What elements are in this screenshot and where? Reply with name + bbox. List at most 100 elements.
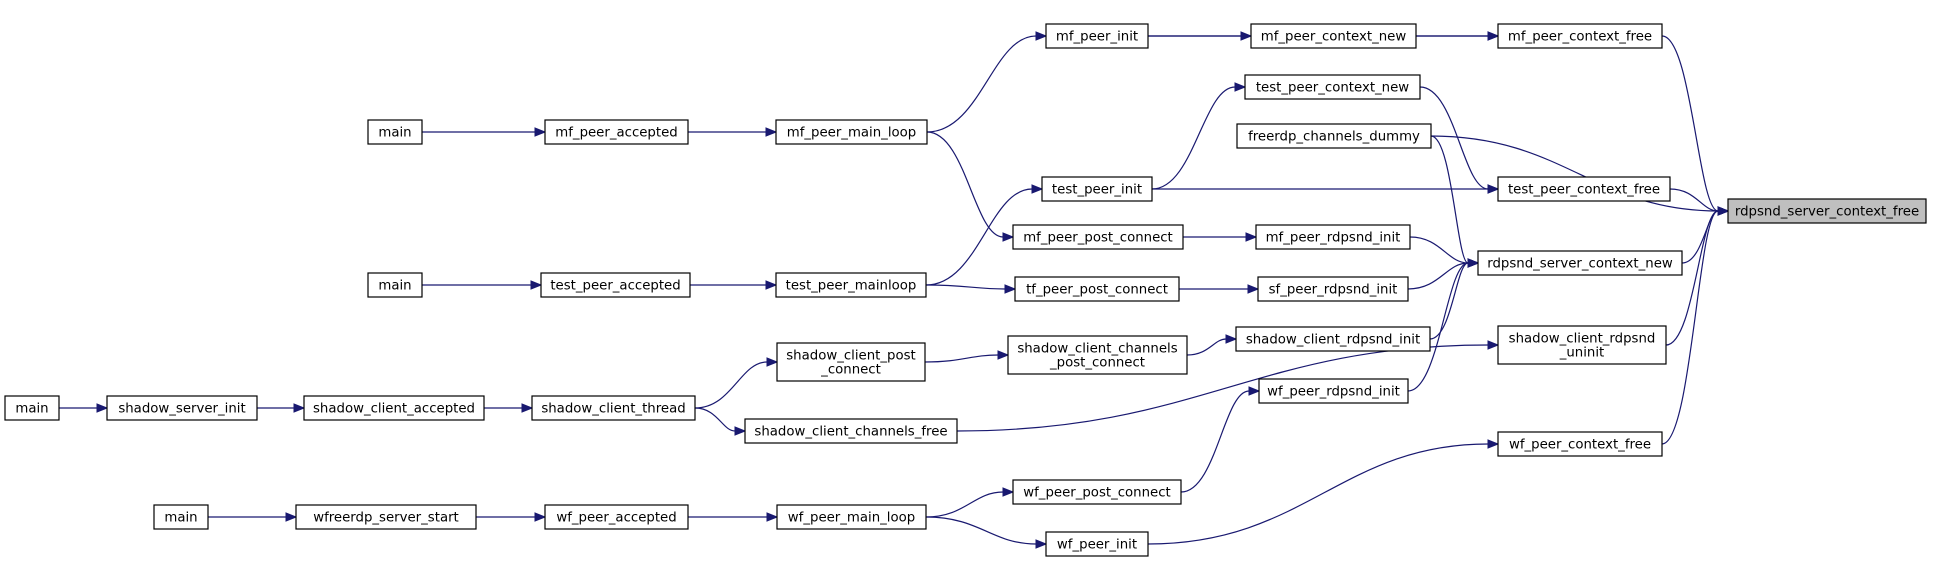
- node-label: mf_peer_context_new: [1261, 30, 1407, 45]
- edge-line: [1430, 135, 1719, 212]
- edge-wf_peer_main_loop-to-wf_peer_post_connect: [925, 487, 1015, 518]
- node-main_3[interactable]: main: [4, 395, 60, 421]
- node-tf_peer_post_connect[interactable]: tf_peer_post_connect: [1014, 276, 1180, 302]
- node-test_peer_accepted[interactable]: test_peer_accepted: [540, 272, 691, 298]
- node-wf_peer_main_loop[interactable]: wf_peer_main_loop: [776, 504, 927, 530]
- edge-arrowhead: [293, 403, 306, 413]
- edge-arrowhead: [1467, 258, 1480, 268]
- node-label: rdpsnd_server_context_new: [1487, 257, 1673, 272]
- node-shadow_server_init[interactable]: shadow_server_init: [106, 395, 258, 421]
- node-mf_peer_context_new[interactable]: mf_peer_context_new: [1250, 23, 1417, 49]
- node-label: main: [378, 279, 411, 294]
- edge-test_peer_accepted-to-test_peer_mainloop: [690, 280, 778, 290]
- edge-shadow_client_rdpsnd_init-to-rdpsnd_server_context_new: [1429, 258, 1480, 340]
- node-wf_peer_accepted[interactable]: wf_peer_accepted: [544, 504, 689, 530]
- edge-arrowhead: [734, 426, 747, 436]
- node-test_peer_mainloop[interactable]: test_peer_mainloop: [775, 272, 927, 298]
- edge-arrowhead: [766, 512, 779, 522]
- edge-line: [1180, 390, 1250, 493]
- edge-arrowhead: [1035, 31, 1048, 41]
- node-test_peer_context_free[interactable]: test_peer_context_free: [1497, 176, 1671, 202]
- node-mf_peer_post_connect[interactable]: mf_peer_post_connect: [1012, 224, 1184, 250]
- edge-test_peer_init-to-test_peer_context_new: [1151, 82, 1247, 190]
- node-label: mf_peer_post_connect: [1023, 231, 1173, 246]
- edge-arrowhead: [997, 350, 1010, 360]
- node-box: [776, 504, 927, 530]
- node-shadow_client_rdpsnd_init[interactable]: shadow_client_rdpsnd_init: [1235, 326, 1431, 352]
- edge-arrowhead: [530, 280, 543, 290]
- node-shadow_client_thread[interactable]: shadow_client_thread: [531, 395, 696, 421]
- node-label: wf_peer_post_connect: [1023, 486, 1171, 501]
- edge-main_1-to-mf_peer_accepted: [422, 127, 547, 137]
- edge-test_peer_mainloop-to-tf_peer_post_connect: [925, 284, 1017, 294]
- edge-main_4-to-wfreerdp_server_start: [208, 512, 298, 522]
- edge-wf_peer_accepted-to-wf_peer_main_loop: [688, 512, 779, 522]
- edge-shadow_client_channels_post_connect-to-shadow_client_rdpsnd_init: [1186, 334, 1238, 356]
- edge-line: [925, 516, 1037, 545]
- edge-mf_peer_main_loop-to-mf_peer_init: [926, 31, 1048, 133]
- node-wf_peer_rdpsnd_init[interactable]: wf_peer_rdpsnd_init: [1258, 378, 1409, 404]
- node-test_peer_context_new[interactable]: test_peer_context_new: [1244, 74, 1421, 100]
- node-label: wf_peer_accepted: [556, 511, 676, 526]
- node-main_2[interactable]: main: [367, 272, 423, 298]
- node-label: rdpsnd_server_context_free: [1735, 205, 1919, 220]
- node-shadow_client_post_connect[interactable]: shadow_client_post_connect: [776, 342, 926, 382]
- edge-arrowhead: [96, 403, 109, 413]
- node-label: sf_peer_rdpsnd_init: [1269, 283, 1398, 298]
- node-wf_peer_init[interactable]: wf_peer_init: [1045, 531, 1149, 557]
- node-mf_peer_context_free[interactable]: mf_peer_context_free: [1497, 23, 1663, 49]
- edge-wf_peer_main_loop-to-wf_peer_init: [925, 516, 1048, 549]
- node-mf_peer_rdpsnd_init[interactable]: mf_peer_rdpsnd_init: [1255, 224, 1411, 250]
- node-box: [1007, 335, 1188, 375]
- edge-arrowhead: [1245, 232, 1258, 242]
- edge-arrowhead: [1035, 539, 1048, 549]
- node-main_1[interactable]: main: [367, 119, 423, 145]
- node-freerdp_channels_dummy[interactable]: freerdp_channels_dummy: [1236, 123, 1432, 149]
- node-rdpsnd_server_context_free[interactable]: rdpsnd_server_context_free: [1727, 198, 1927, 224]
- edge-shadow_client_rdpsnd_uninit-to-rdpsnd_server_context_free: [1665, 206, 1730, 346]
- edge-arrowhead: [1487, 439, 1500, 449]
- node-label: wfreerdp_server_start: [313, 511, 459, 526]
- node-box: [1497, 23, 1663, 49]
- node-test_peer_init[interactable]: test_peer_init: [1041, 176, 1153, 202]
- edge-mf_peer_accepted-to-mf_peer_main_loop: [688, 127, 778, 137]
- edge-line: [1147, 443, 1489, 545]
- node-label: shadow_client_channels: [1017, 342, 1177, 357]
- node-box: [1250, 23, 1417, 49]
- node-label: wf_peer_main_loop: [788, 511, 915, 526]
- edge-line: [1186, 338, 1227, 356]
- node-main_4[interactable]: main: [153, 504, 209, 530]
- node-box: [1477, 250, 1683, 276]
- edge-arrowhead: [1717, 206, 1730, 216]
- node-wf_peer_context_free[interactable]: wf_peer_context_free: [1497, 431, 1663, 457]
- edge-line: [694, 361, 768, 409]
- node-shadow_client_accepted[interactable]: shadow_client_accepted: [303, 395, 485, 421]
- node-box: [153, 504, 209, 530]
- edge-line: [926, 131, 1004, 238]
- edge-arrowhead: [534, 512, 547, 522]
- edge-arrowhead: [1240, 31, 1253, 41]
- edge-arrowhead: [765, 280, 778, 290]
- node-shadow_client_rdpsnd_uninit[interactable]: shadow_client_rdpsnd_uninit: [1497, 325, 1667, 365]
- node-label: freerdp_channels_dummy: [1248, 130, 1420, 145]
- edge-wf_peer_context_free-to-rdpsnd_server_context_free: [1661, 206, 1730, 445]
- node-label: test_peer_mainloop: [786, 279, 917, 294]
- node-label: shadow_client_accepted: [313, 402, 475, 417]
- node-box: [1244, 74, 1421, 100]
- node-wf_peer_post_connect[interactable]: wf_peer_post_connect: [1012, 479, 1182, 505]
- node-mf_peer_main_loop[interactable]: mf_peer_main_loop: [775, 119, 928, 145]
- node-label: main: [15, 402, 48, 417]
- node-box: [4, 395, 60, 421]
- node-box: [775, 119, 928, 145]
- node-wfreerdp_server_start[interactable]: wfreerdp_server_start: [295, 504, 477, 530]
- node-shadow_client_channels_post_connect[interactable]: shadow_client_channels_post_connect: [1007, 335, 1188, 375]
- node-label: wf_peer_init: [1057, 538, 1137, 553]
- edge-line: [1407, 262, 1469, 392]
- node-mf_peer_accepted[interactable]: mf_peer_accepted: [544, 119, 689, 145]
- node-rdpsnd_server_context_new[interactable]: rdpsnd_server_context_new: [1477, 250, 1683, 276]
- node-mf_peer_init[interactable]: mf_peer_init: [1045, 23, 1149, 49]
- node-sf_peer_rdpsnd_init[interactable]: sf_peer_rdpsnd_init: [1257, 276, 1409, 302]
- node-shadow_client_channels_free[interactable]: shadow_client_channels_free: [744, 418, 958, 444]
- node-label: main: [378, 126, 411, 141]
